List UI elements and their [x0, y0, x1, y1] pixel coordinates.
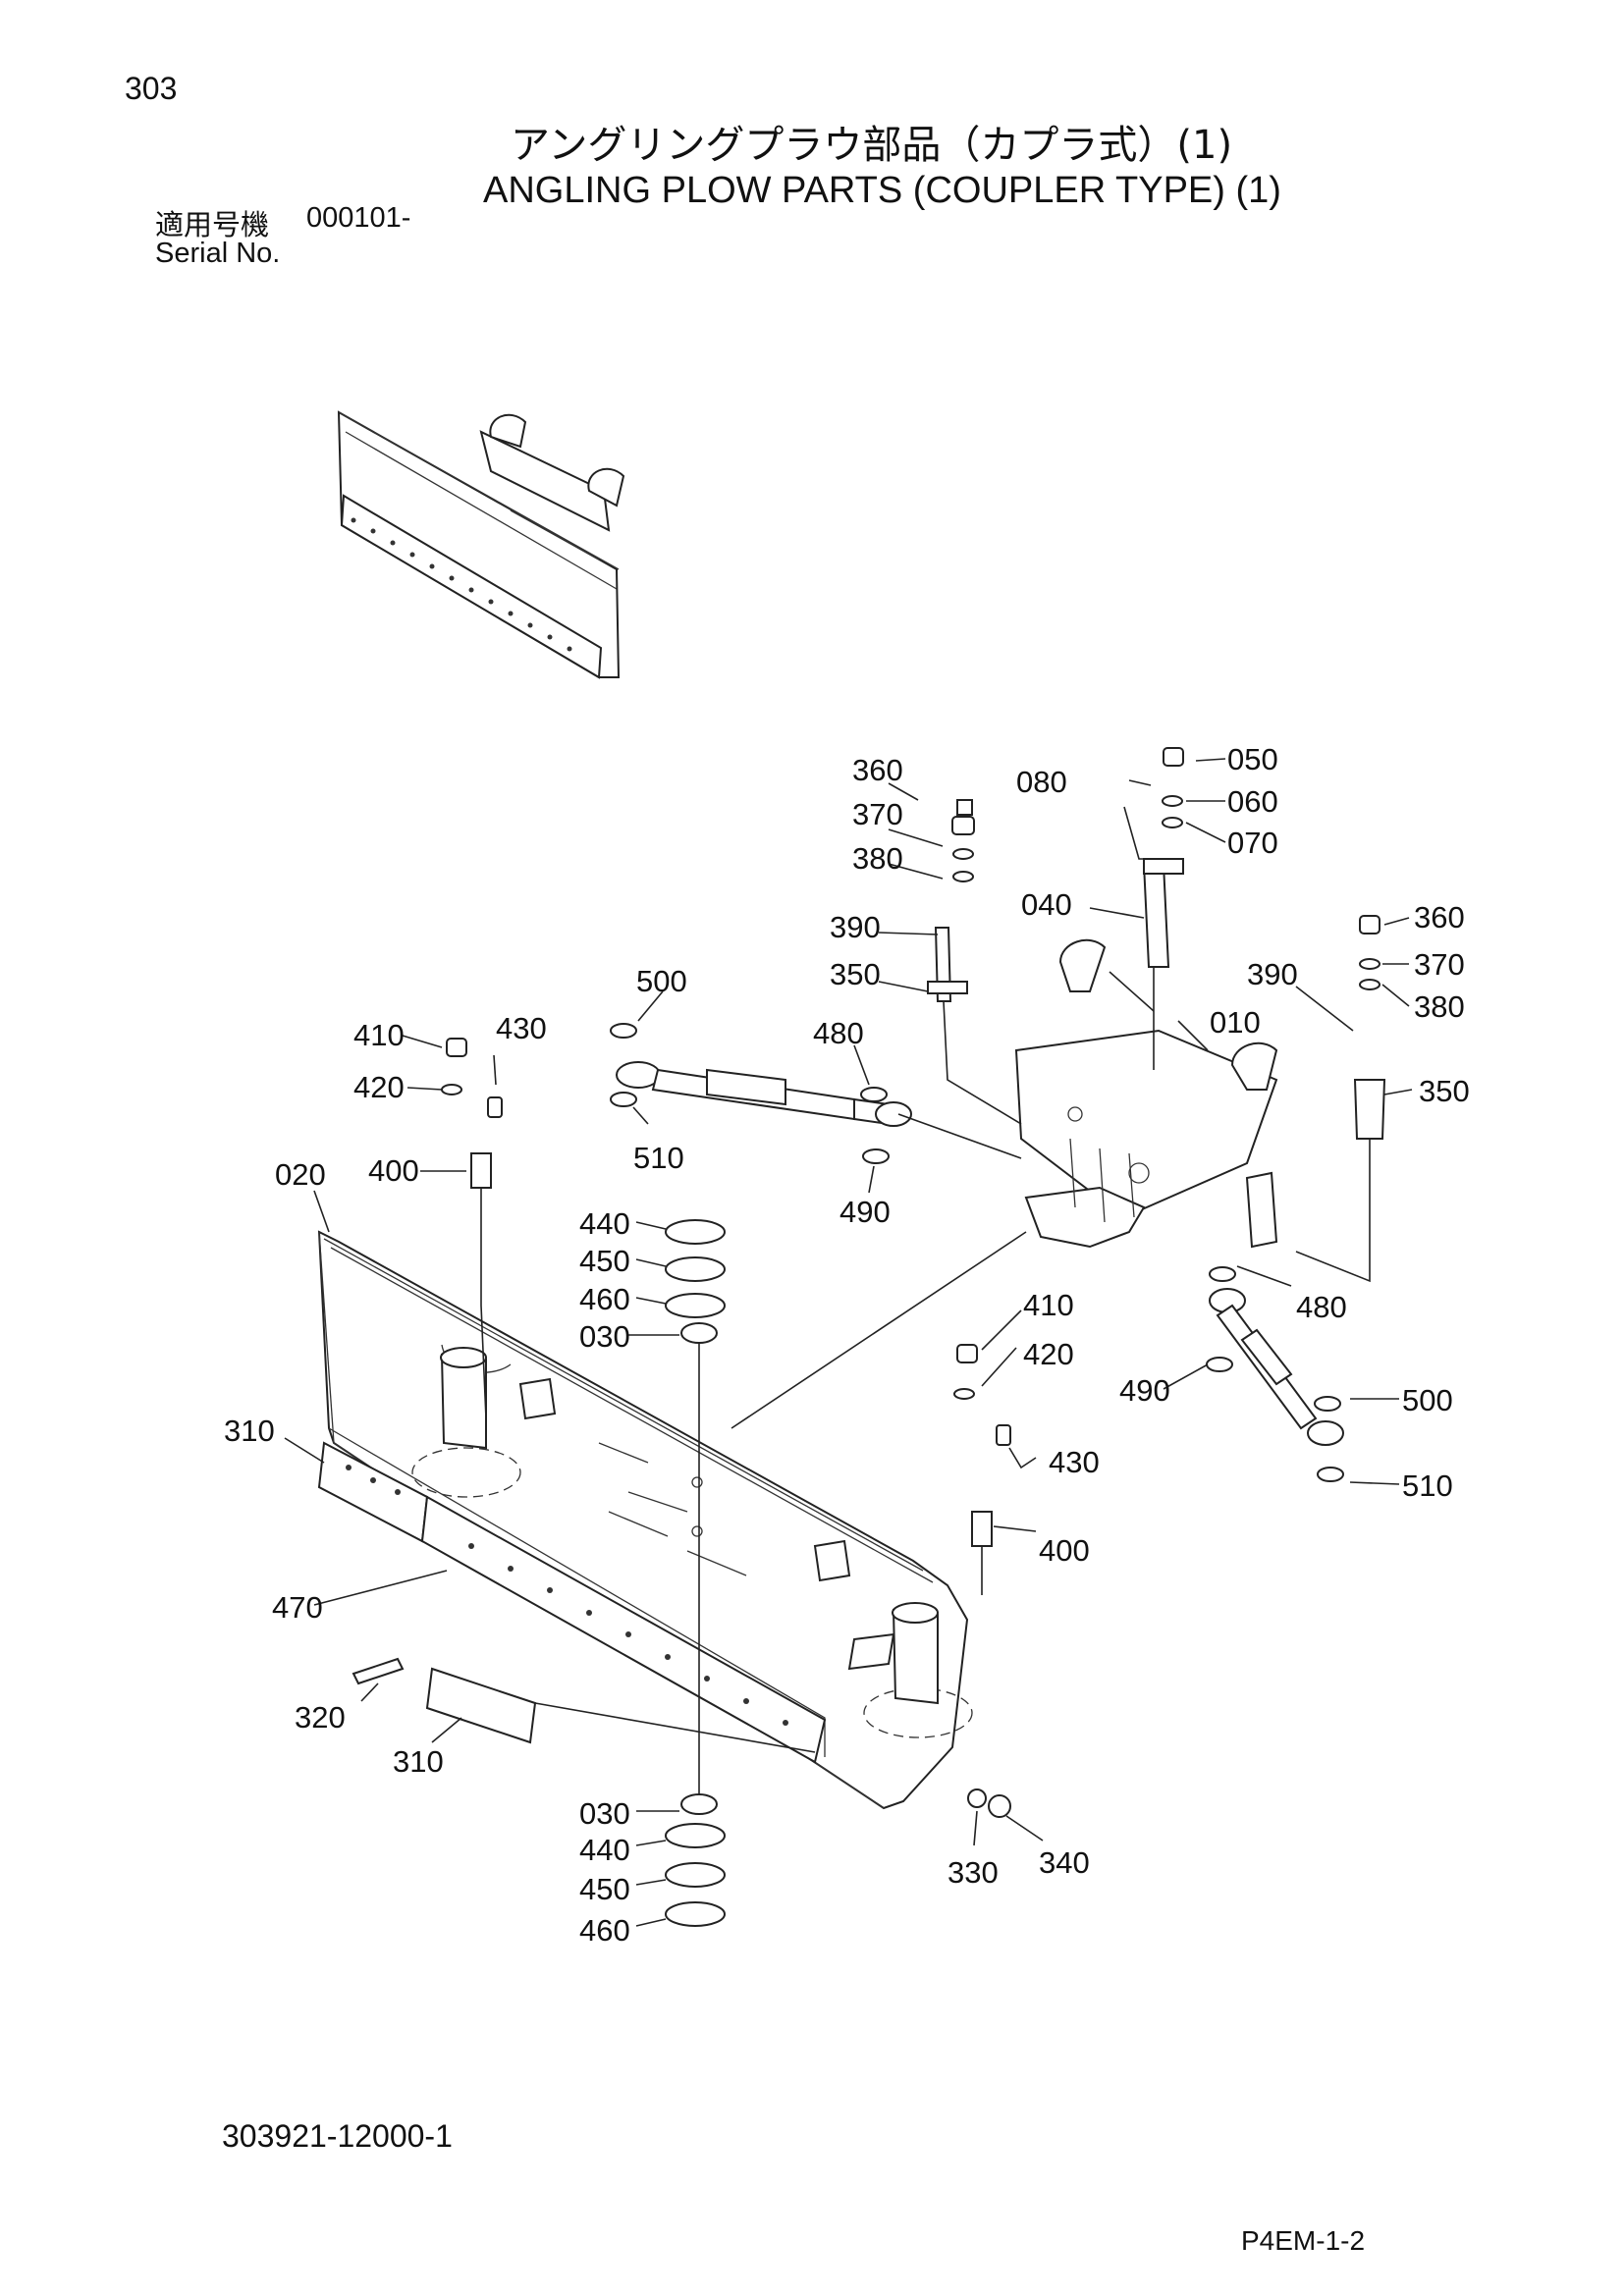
callout-430: 430 [1049, 1445, 1100, 1479]
leader-lines [284, 758, 1413, 1927]
callout-040: 040 [1021, 887, 1072, 922]
callout-010: 010 [1210, 1005, 1261, 1040]
callout-470: 470 [272, 1590, 323, 1625]
callout-360: 360 [852, 753, 903, 787]
callout-310: 310 [224, 1414, 275, 1448]
callout-440: 440 [579, 1833, 630, 1867]
callout-480: 480 [1296, 1290, 1347, 1324]
overview-plow-illustration [337, 410, 625, 679]
callout-350: 350 [1419, 1074, 1470, 1108]
callout-450: 450 [579, 1872, 630, 1906]
callout-370: 370 [852, 797, 903, 831]
callout-330: 330 [947, 1855, 999, 1890]
callout-400: 400 [368, 1153, 419, 1188]
callout-480: 480 [813, 1016, 864, 1050]
callout-450: 450 [579, 1244, 630, 1278]
serial-number-value: 000101- [306, 202, 411, 234]
callout-070: 070 [1227, 826, 1278, 860]
cylinder-left [616, 1061, 912, 1127]
page-title-english: ANGLING PLOW PARTS (COUPLER TYPE) (1) [483, 170, 1281, 211]
callout-410: 410 [1023, 1288, 1074, 1322]
small-parts [352, 747, 1386, 1927]
frame-010 [1014, 938, 1278, 1249]
callout-380: 380 [1414, 989, 1465, 1024]
serial-label-english: Serial No. [155, 238, 281, 269]
callout-430: 430 [496, 1011, 547, 1045]
callout-310: 310 [393, 1744, 444, 1779]
blade-020 [317, 1230, 973, 1810]
callout-320: 320 [295, 1700, 346, 1735]
callout-020: 020 [275, 1157, 326, 1192]
callout-370: 370 [1414, 947, 1465, 982]
callout-060: 060 [1227, 784, 1278, 819]
callout-390: 390 [830, 910, 881, 944]
callout-460: 460 [579, 1913, 630, 1948]
callout-490: 490 [839, 1195, 891, 1229]
callout-510: 510 [1402, 1468, 1453, 1503]
callout-030: 030 [579, 1796, 630, 1831]
callout-440: 440 [579, 1206, 630, 1241]
callout-380: 380 [852, 841, 903, 876]
callout-350: 350 [830, 957, 881, 991]
callout-360: 360 [1414, 900, 1465, 934]
callout-390: 390 [1247, 957, 1298, 991]
cylinder-right [1209, 1288, 1344, 1446]
callout-050: 050 [1227, 742, 1278, 776]
serial-label-japanese: 適用号機 [155, 208, 270, 241]
sheet-code: P4EM-1-2 [1241, 2225, 1366, 2256]
callout-460: 460 [579, 1282, 630, 1316]
page-number: 303 [125, 71, 178, 106]
callout-030: 030 [579, 1319, 630, 1354]
page-title-japanese: アングリングプラウ部品（カプラ式）(1) [511, 123, 1233, 168]
callout-500: 500 [636, 964, 687, 998]
callout-340: 340 [1039, 1845, 1090, 1880]
callout-510: 510 [633, 1141, 684, 1175]
callout-420: 420 [353, 1070, 405, 1104]
callout-500: 500 [1402, 1383, 1453, 1417]
callout-080: 080 [1016, 765, 1067, 799]
callout-420: 420 [1023, 1337, 1074, 1371]
callout-490: 490 [1119, 1373, 1170, 1408]
callout-410: 410 [353, 1018, 405, 1052]
callout-labels: 360 370 380 390 350 080 050 060 070 040 … [224, 742, 1470, 1948]
callout-400: 400 [1039, 1533, 1090, 1568]
drawing-number: 303921-12000-1 [222, 2118, 453, 2154]
